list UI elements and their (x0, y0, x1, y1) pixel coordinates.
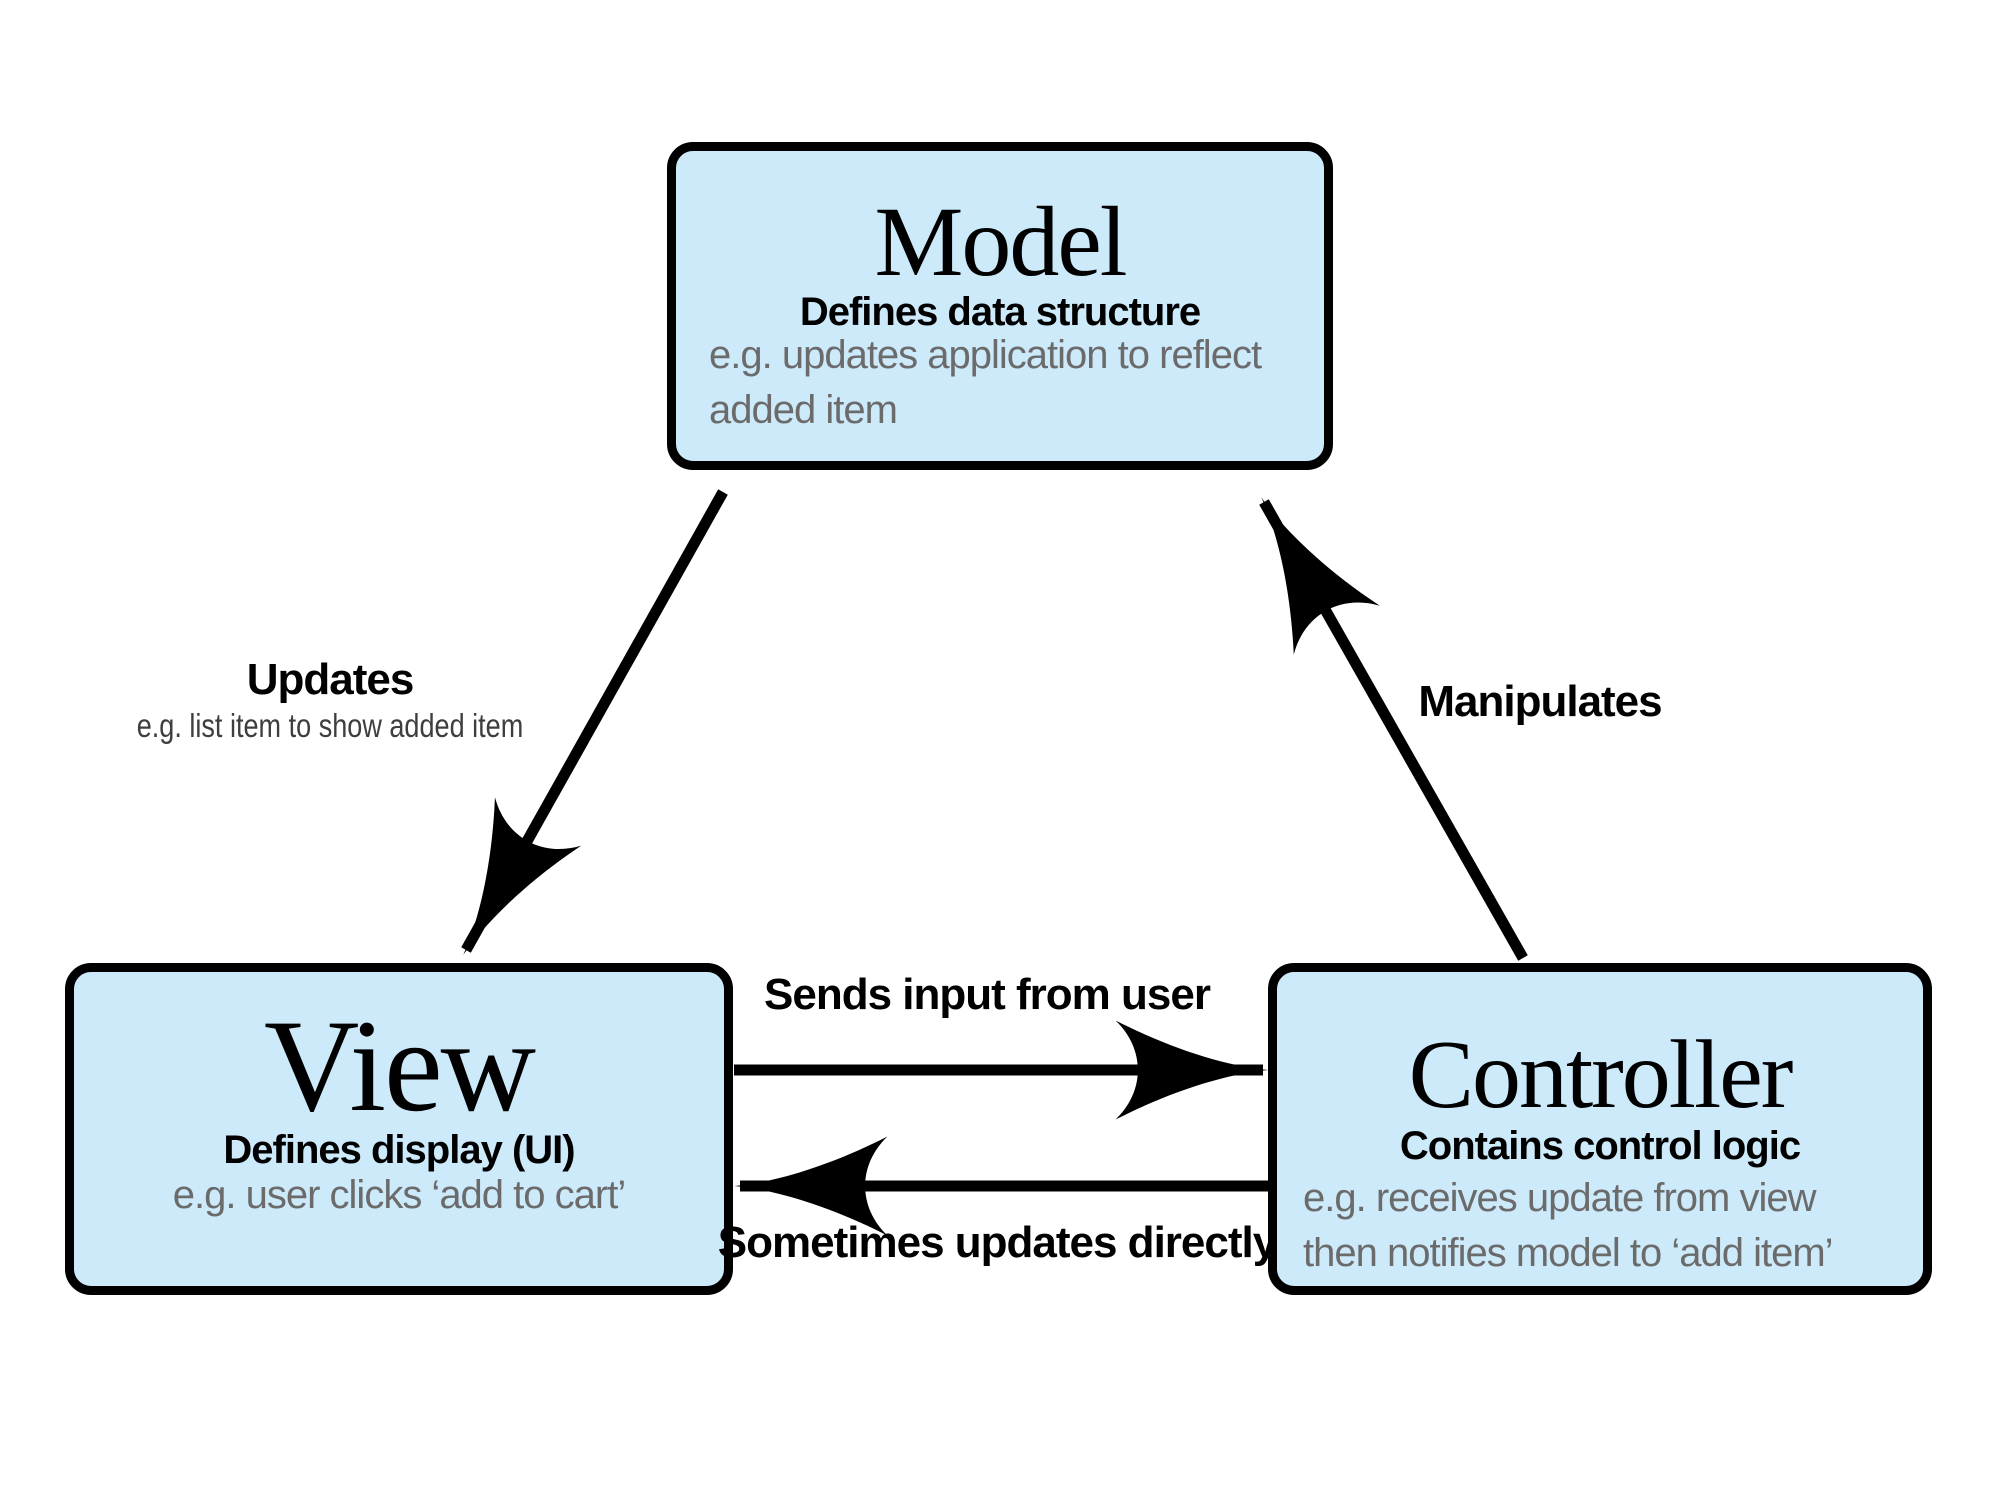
manipulates-label: Manipulates (1418, 677, 1662, 726)
updates-label: Updates (246, 655, 415, 704)
controller-subtitle: Contains control logic (1399, 1124, 1801, 1168)
controller-title: Controller (1408, 1021, 1794, 1129)
view-box: View Defines display (UI) e.g. user clic… (65, 963, 733, 1295)
controller-example-line-2: then notifies model to ‘add item’ (1303, 1231, 1834, 1275)
manipulates-edge-label: Manipulates (1330, 676, 1750, 728)
model-box: Model Defines data structure e.g. update… (667, 142, 1333, 470)
controller-example-line-1: e.g. receives update from view (1303, 1176, 1816, 1220)
sends-input-edge-label: Sends input from user (690, 969, 1284, 1021)
model-example: e.g. updates application to reflect adde… (709, 328, 1304, 438)
view-example: e.g. user clicks ‘add to cart’ (74, 1168, 724, 1223)
controller-box: Controller Contains control logic e.g. r… (1268, 963, 1932, 1295)
manipulates-arrow (1259, 497, 1528, 961)
view-example-line-1: e.g. user clicks ‘add to cart’ (172, 1173, 626, 1217)
view-subtitle: Defines display (UI) (223, 1128, 575, 1172)
model-subtitle: Defines data structure (799, 290, 1201, 334)
updates-directly-edge-label: Sometimes updates directly (697, 1217, 1297, 1269)
updates-directly-label: Sometimes updates directly (717, 1218, 1277, 1267)
updates-sublabel: e.g. list item to show added item (136, 707, 524, 744)
sends-input-label: Sends input from user (764, 970, 1211, 1019)
controller-example: e.g. receives update from view then noti… (1303, 1171, 1913, 1281)
model-title: Model (874, 186, 1127, 297)
view-title: View (264, 992, 536, 1139)
model-example-line-1: e.g. updates application to reflect (709, 333, 1262, 377)
model-example-line-2: added item (709, 388, 898, 432)
updates-arrow (461, 489, 728, 955)
updates-edge-label: Updates e.g. list item to show added ite… (80, 654, 580, 746)
